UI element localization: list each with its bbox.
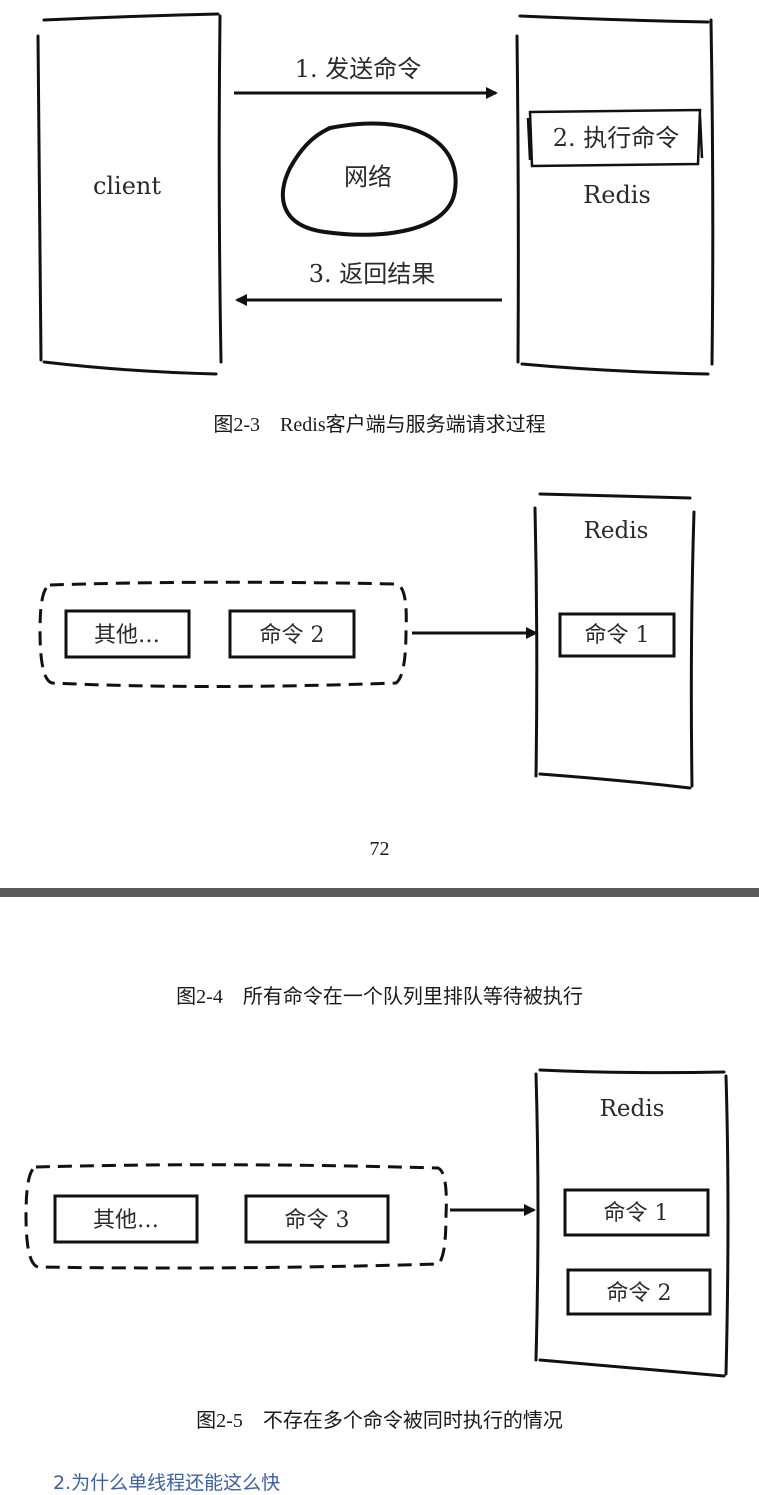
client-box	[36, 12, 223, 376]
figure-2-4: 其他… 命令 2 Redis 命令 1	[0, 480, 759, 800]
figure-2-3: client 1. 发送命令 网络 3. 返回结果 2. 执行命令 Re	[0, 0, 759, 390]
queue-item-other: 其他…	[64, 609, 191, 659]
redis-label: Redis	[600, 1096, 665, 1122]
redis-box	[534, 1068, 730, 1378]
redis-label: Redis	[584, 518, 649, 544]
executing-command-1-label: 命令 1	[604, 1201, 669, 1226]
figure-2-3-caption: 图2-3 Redis客户端与服务端请求过程	[213, 414, 546, 436]
network-cloud	[280, 121, 458, 237]
executing-command-1-label: 命令 1	[585, 623, 650, 648]
execute-command-box	[526, 108, 704, 168]
figure-2-3-drawing: client 1. 发送命令 网络 3. 返回结果 2. 执行命令 Re	[36, 12, 715, 376]
queue-item-other-label: 其他…	[93, 1208, 159, 1233]
redis-label: Redis	[583, 181, 651, 209]
executing-command-1: 命令 1	[563, 1188, 710, 1237]
queue-item-command-3-label: 命令 3	[285, 1208, 350, 1233]
client-label: client	[93, 172, 161, 200]
send-command-label: 1. 发送命令	[295, 55, 422, 83]
queue-item-command-2-label: 命令 2	[260, 623, 325, 648]
queue-item-command-3: 命令 3	[244, 1194, 390, 1244]
figure-2-4-caption: 图2-4 所有命令在一个队列里排队等待被执行	[176, 986, 583, 1008]
command-queue	[24, 1163, 448, 1270]
figure-2-4-drawing: 其他… 命令 2 Redis 命令 1	[38, 492, 696, 790]
page-number: 72	[369, 838, 390, 860]
return-result-label: 3. 返回结果	[309, 260, 436, 288]
queue-item-other: 其他…	[53, 1194, 199, 1244]
figure-2-5-caption: 图2-5 不存在多个命令被同时执行的情况	[196, 1410, 563, 1432]
figure-2-5-drawing: 其他… 命令 3 Redis 命令 1 命令 2	[24, 1068, 730, 1378]
executing-command-2-label: 命令 2	[607, 1281, 672, 1306]
executing-command-2: 命令 2	[566, 1268, 712, 1316]
page-divider	[0, 888, 759, 897]
redis-box	[533, 492, 696, 790]
queue-item-other-label: 其他…	[94, 623, 160, 648]
redis-server-box	[515, 14, 715, 376]
execute-command-label: 2. 执行命令	[553, 124, 680, 152]
executing-command-1: 命令 1	[558, 612, 676, 658]
queue-item-command-2: 命令 2	[228, 609, 356, 659]
section-heading: 2.为什么单线程还能这么快	[53, 1472, 281, 1494]
figure-2-5: 其他… 命令 3 Redis 命令 1 命令 2	[0, 1060, 759, 1380]
network-label: 网络	[344, 163, 392, 191]
command-queue	[38, 580, 408, 688]
